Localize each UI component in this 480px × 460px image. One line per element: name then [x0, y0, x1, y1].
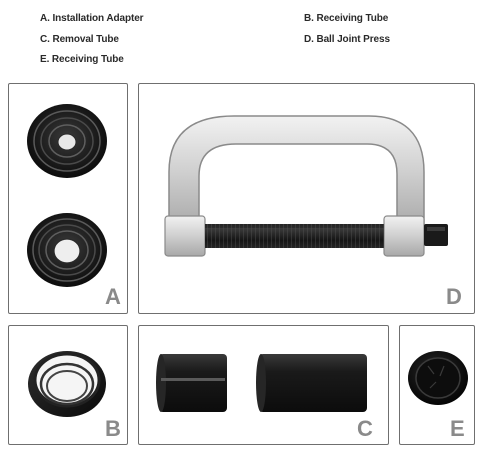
panel-e-letter: E — [450, 416, 465, 441]
panel-b: B — [8, 325, 128, 445]
panel-d: D — [138, 83, 475, 314]
panel-d-letter: D — [446, 284, 462, 309]
legend-receiving-tube-e: E. Receiving Tube — [40, 54, 124, 65]
panel-c-letter: C — [357, 416, 373, 441]
panel-e: E — [399, 325, 475, 445]
legend-installation-adapter: A. Installation Adapter — [40, 13, 144, 24]
legend-ball-joint-press: D. Ball Joint Press — [304, 34, 390, 45]
press-frame — [168, 115, 425, 230]
press-screw — [205, 224, 384, 248]
press-left-block — [164, 215, 206, 257]
legend-receiving-tube-b: B. Receiving Tube — [304, 13, 389, 24]
panel-c: C — [138, 325, 389, 445]
adapter-bottom — [27, 213, 107, 287]
receiving-tube-e-image — [408, 351, 468, 405]
adapter-top — [27, 104, 107, 178]
removal-tube-short — [156, 354, 227, 412]
removal-tube-image — [156, 354, 367, 412]
legend-removal-tube: C. Removal Tube — [40, 34, 119, 45]
panel-a-letter: A — [105, 284, 121, 309]
press-right-block — [383, 215, 425, 257]
receiving-tube-b-image — [28, 351, 106, 417]
ball-joint-press-image — [164, 115, 448, 257]
panel-b-letter: B — [105, 416, 121, 441]
installation-adapter-image — [27, 104, 107, 287]
panel-a: A — [8, 83, 128, 314]
removal-tube-long — [256, 354, 367, 412]
